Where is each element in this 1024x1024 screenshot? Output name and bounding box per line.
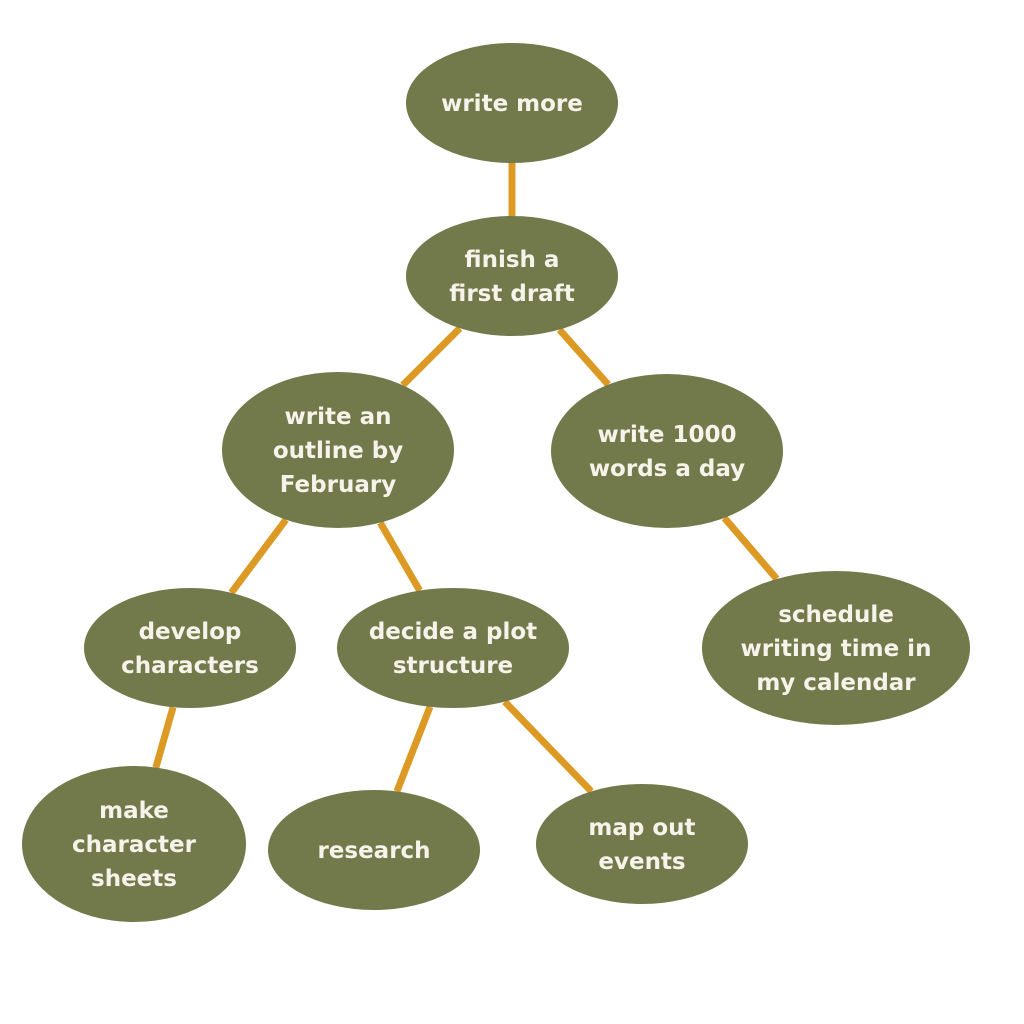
node-make-character-sheets: make character sheets bbox=[22, 766, 246, 922]
node-label-line: February bbox=[280, 472, 396, 498]
node-ellipse bbox=[222, 372, 454, 528]
node-label-line: my calendar bbox=[756, 670, 916, 696]
node-label-line: develop bbox=[139, 619, 242, 645]
node-label-line: research bbox=[317, 838, 430, 864]
node-schedule-writing-time: schedule writing time in my calendar bbox=[702, 571, 970, 725]
node-ellipse bbox=[406, 43, 618, 163]
node-decide-plot-structure: decide a plot structure bbox=[337, 588, 569, 708]
connector-write-outline-to-decide-plot-structure bbox=[377, 520, 423, 593]
node-map-out-events: map out events bbox=[536, 784, 748, 904]
node-write-more: write more bbox=[406, 43, 618, 163]
connector-decide-plot-structure-to-map-out-events bbox=[502, 699, 594, 794]
node-ellipse bbox=[22, 766, 246, 922]
node-write-1000-words: write 1000 words a day bbox=[551, 374, 783, 528]
edges bbox=[152, 163, 780, 794]
node-label-line: map out bbox=[588, 815, 695, 841]
node-label-line: events bbox=[598, 849, 685, 875]
node-research: research bbox=[268, 790, 480, 910]
node-write-outline: write an outline by February bbox=[222, 372, 454, 528]
node-label-line: words a day bbox=[589, 456, 745, 482]
node-ellipse bbox=[536, 784, 748, 904]
node-label-line: write more bbox=[441, 91, 583, 117]
node-ellipse bbox=[268, 790, 480, 910]
connector-finish-first-draft-to-write-outline bbox=[400, 325, 463, 388]
node-label-line: finish a bbox=[465, 247, 560, 273]
node-ellipse bbox=[551, 374, 783, 528]
node-label-line: decide a plot bbox=[369, 619, 537, 645]
node-develop-characters: develop characters bbox=[84, 588, 296, 708]
node-label-line: writing time in bbox=[741, 636, 932, 662]
node-label-line: characters bbox=[121, 653, 259, 679]
node-label-line: make bbox=[99, 798, 169, 824]
node-label-line: outline by bbox=[273, 438, 403, 464]
connector-write-outline-to-develop-characters bbox=[228, 517, 289, 595]
node-label-line: character bbox=[72, 832, 197, 858]
node-label-line: sheets bbox=[91, 866, 177, 892]
connector-develop-characters-to-make-character-sheets bbox=[152, 706, 177, 769]
connector-decide-plot-structure-to-research bbox=[393, 705, 434, 793]
nodes: write more finish a first draft write an out… bbox=[22, 43, 970, 922]
connector-write-1000-words-to-schedule-writing-time bbox=[721, 515, 780, 582]
node-label-line: write an bbox=[285, 404, 392, 430]
node-ellipse bbox=[702, 571, 970, 725]
node-ellipse bbox=[84, 588, 296, 708]
node-label-line: structure bbox=[393, 653, 513, 679]
node-label-line: schedule bbox=[778, 602, 894, 628]
node-label-line: write 1000 bbox=[597, 422, 736, 448]
node-ellipse bbox=[406, 216, 618, 336]
node-label-line: first draft bbox=[449, 281, 574, 307]
connector-finish-first-draft-to-write-1000-words bbox=[556, 327, 611, 387]
node-ellipse bbox=[337, 588, 569, 708]
node-finish-first-draft: finish a first draft bbox=[406, 216, 618, 336]
